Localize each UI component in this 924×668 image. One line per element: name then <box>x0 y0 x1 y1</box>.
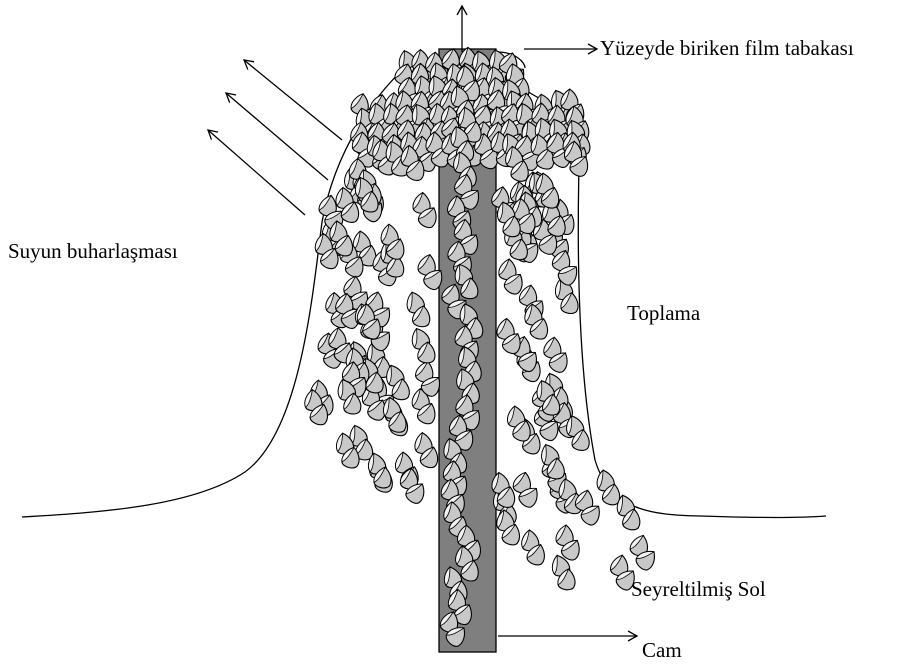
film-layer-label: Yüzeyde biriken film tabakası <box>600 38 854 59</box>
diluted-sol-label: Seyreltilmiş Sol <box>631 579 766 600</box>
arrow-icon <box>208 130 305 215</box>
arrow-icon <box>226 93 328 180</box>
collection-label: Toplama <box>627 303 700 324</box>
arrow-icon <box>244 60 342 140</box>
evaporation-label: Suyun buharlaşması <box>8 241 178 262</box>
glass-label: Cam <box>642 640 682 661</box>
